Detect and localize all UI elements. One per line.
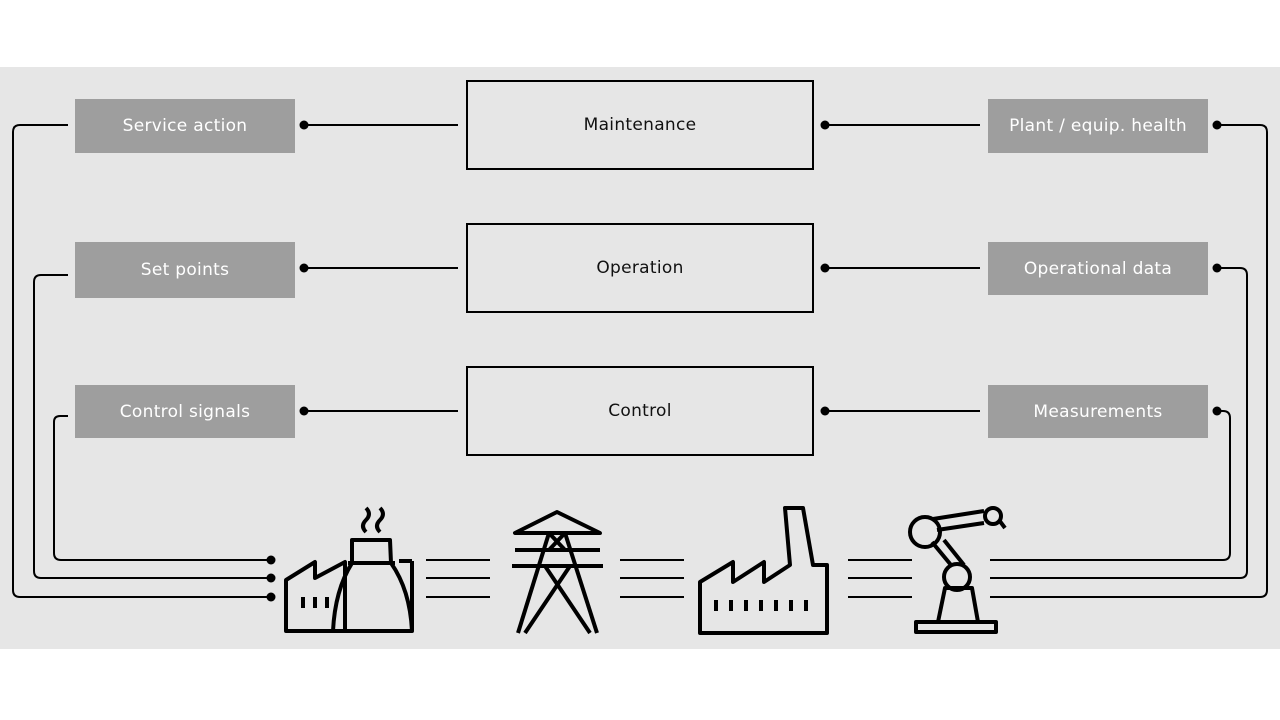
measurements-label: Measurements bbox=[988, 385, 1208, 438]
power-plant-icon bbox=[284, 506, 414, 633]
transmission-tower-icon bbox=[512, 510, 603, 635]
set-points-label: Set points bbox=[75, 242, 295, 298]
service-action-label: Service action bbox=[75, 99, 295, 153]
operation-box: Operation bbox=[466, 223, 814, 313]
control-box: Control bbox=[466, 366, 814, 456]
maintenance-box: Maintenance bbox=[466, 80, 814, 170]
operational-data-label: Operational data bbox=[988, 242, 1208, 295]
control-signals-label: Control signals bbox=[75, 385, 295, 438]
diagram-panel bbox=[0, 67, 1280, 649]
plant-equipment-health-label: Plant / equip. health bbox=[988, 99, 1208, 153]
factory-icon bbox=[698, 506, 829, 635]
robot-arm-icon bbox=[908, 506, 1007, 634]
